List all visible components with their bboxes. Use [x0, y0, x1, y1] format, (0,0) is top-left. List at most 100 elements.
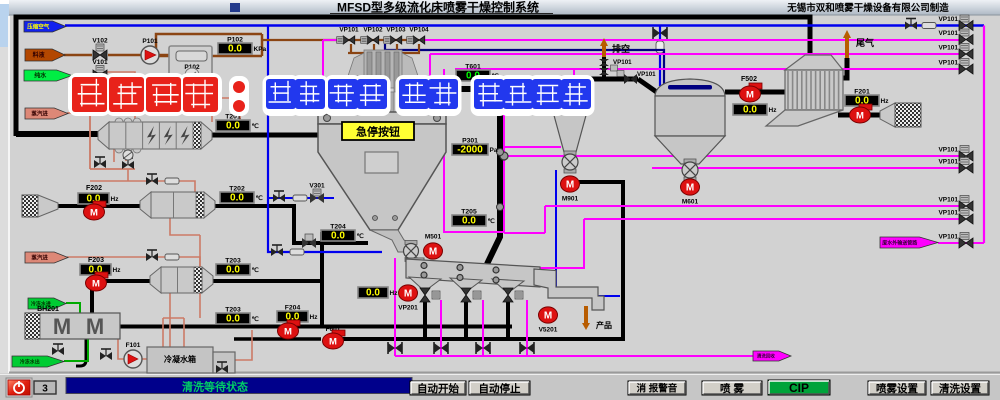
svg-text:M: M — [284, 327, 292, 338]
svg-text:自动开始: 自动开始 — [417, 382, 459, 395]
svg-text:0.0: 0.0 — [743, 105, 757, 116]
svg-text:0.0: 0.0 — [228, 44, 242, 55]
svg-text:排空: 排空 — [612, 43, 630, 54]
svg-text:VP101: VP101 — [637, 71, 656, 78]
svg-text:P102: P102 — [227, 37, 243, 44]
svg-text:Pa: Pa — [490, 147, 498, 154]
svg-text:0.0: 0.0 — [226, 265, 240, 276]
svg-text:0.0: 0.0 — [466, 71, 480, 82]
svg-text:蒸汽进: 蒸汽进 — [30, 254, 48, 262]
svg-text:VP101: VP101 — [938, 210, 958, 217]
svg-text:0.0: 0.0 — [331, 231, 345, 242]
svg-text:℃: ℃ — [488, 217, 496, 225]
svg-text:℃: ℃ — [256, 194, 264, 202]
svg-text:BH201: BH201 — [37, 306, 59, 313]
svg-text:M: M — [566, 180, 574, 191]
svg-text:清洗设置: 清洗设置 — [939, 382, 981, 395]
svg-text:T205: T205 — [461, 209, 477, 216]
svg-text:VP101: VP101 — [938, 30, 958, 37]
svg-text:VP101: VP101 — [938, 147, 958, 154]
svg-text:0.0: 0.0 — [855, 96, 869, 107]
svg-text:冷冻水出: 冷冻水出 — [20, 358, 40, 365]
svg-text:M: M — [329, 337, 337, 348]
svg-text:M901: M901 — [562, 196, 579, 203]
svg-text:℃: ℃ — [357, 232, 365, 240]
svg-text:F201: F201 — [854, 89, 870, 96]
svg-text:VP101: VP101 — [938, 234, 958, 241]
svg-text:0.0: 0.0 — [366, 288, 380, 299]
svg-text:℃: ℃ — [252, 315, 260, 323]
svg-text:M: M — [746, 90, 754, 101]
svg-text:压缩空气: 压缩空气 — [27, 23, 50, 31]
svg-text:V102: V102 — [92, 38, 108, 45]
svg-text:急停按钮: 急停按钮 — [356, 125, 400, 139]
svg-text:Hz: Hz — [113, 267, 122, 274]
svg-text:V5201: V5201 — [539, 327, 558, 334]
svg-text:M: M — [90, 208, 98, 219]
svg-text:VP101: VP101 — [938, 197, 958, 204]
svg-text:T601: T601 — [465, 64, 481, 71]
svg-text:P101: P101 — [142, 38, 158, 45]
svg-text:KPa: KPa — [254, 46, 267, 53]
svg-text:T201: T201 — [225, 114, 241, 121]
svg-text:清洗回收: 清洗回收 — [757, 353, 775, 360]
svg-text:纯水: 纯水 — [34, 72, 47, 80]
svg-text:料液: 料液 — [33, 51, 46, 59]
svg-text:F101: F101 — [126, 342, 141, 349]
svg-text:VP103: VP103 — [386, 27, 406, 34]
svg-text:M501: M501 — [425, 234, 442, 241]
svg-text:Hz: Hz — [881, 98, 890, 105]
svg-text:M: M — [429, 247, 437, 258]
svg-text:尾气: 尾气 — [855, 37, 874, 48]
svg-text:冷冻水进: 冷冻水进 — [31, 300, 51, 307]
svg-text:VP101: VP101 — [938, 159, 958, 166]
svg-text:T204: T204 — [330, 224, 346, 231]
svg-text:℃: ℃ — [252, 266, 260, 274]
svg-text:0.0: 0.0 — [286, 312, 300, 323]
svg-text:P102: P102 — [184, 64, 200, 71]
svg-text:T203: T203 — [225, 307, 241, 314]
svg-text:M: M — [86, 314, 104, 339]
svg-text:VP101: VP101 — [613, 59, 632, 66]
svg-text:P301: P301 — [462, 138, 478, 145]
svg-text:-2000: -2000 — [457, 145, 483, 156]
svg-text:T203: T203 — [225, 258, 241, 265]
svg-text:M: M — [686, 183, 694, 194]
svg-text:F204: F204 — [285, 305, 301, 312]
svg-text:VP102: VP102 — [363, 27, 383, 34]
svg-text:消 报警音: 消 报警音 — [637, 382, 678, 394]
svg-text:喷雾设置: 喷雾设置 — [876, 382, 918, 395]
svg-text:喷 雾: 喷 雾 — [720, 382, 744, 395]
svg-text:0.0: 0.0 — [230, 193, 244, 204]
svg-text:0.0: 0.0 — [87, 194, 101, 205]
svg-text:V301: V301 — [309, 183, 325, 190]
svg-text:VP101: VP101 — [938, 16, 958, 23]
svg-text:0.0: 0.0 — [89, 265, 103, 276]
svg-text:VP201: VP201 — [398, 305, 418, 312]
svg-text:Hz: Hz — [390, 290, 399, 297]
svg-text:0.0: 0.0 — [462, 216, 476, 227]
svg-text:CIP: CIP — [789, 381, 809, 395]
svg-text:V101: V101 — [92, 59, 108, 66]
svg-text:VP101: VP101 — [938, 45, 958, 52]
svg-text:自动停止: 自动停止 — [479, 382, 521, 395]
svg-text:Hz: Hz — [111, 196, 120, 203]
svg-text:无锡市双和喷雾干燥设备有限公司制造: 无锡市双和喷雾干燥设备有限公司制造 — [786, 2, 949, 14]
svg-text:蒸汽进: 蒸汽进 — [30, 110, 48, 118]
svg-text:F202: F202 — [86, 185, 102, 192]
svg-text:F203: F203 — [88, 257, 104, 264]
svg-text:F601: F601 — [326, 326, 341, 333]
svg-text:M601: M601 — [682, 199, 699, 206]
svg-text:VP104: VP104 — [409, 27, 429, 34]
svg-text:清洗等待状态: 清洗等待状态 — [182, 380, 248, 394]
svg-text:M: M — [404, 289, 412, 300]
svg-text:VP101: VP101 — [938, 60, 958, 67]
svg-text:0.0: 0.0 — [226, 121, 240, 132]
svg-text:M: M — [53, 314, 71, 339]
svg-text:VP101: VP101 — [339, 27, 359, 34]
svg-text:Hz: Hz — [310, 314, 319, 321]
svg-text:MFSD型多级流化床喷雾干燥控制系统: MFSD型多级流化床喷雾干燥控制系统 — [337, 0, 539, 15]
svg-text:0.0: 0.0 — [226, 314, 240, 325]
svg-text:废水外输送管路: 废水外输送管路 — [882, 239, 918, 246]
svg-text:T202: T202 — [229, 186, 245, 193]
